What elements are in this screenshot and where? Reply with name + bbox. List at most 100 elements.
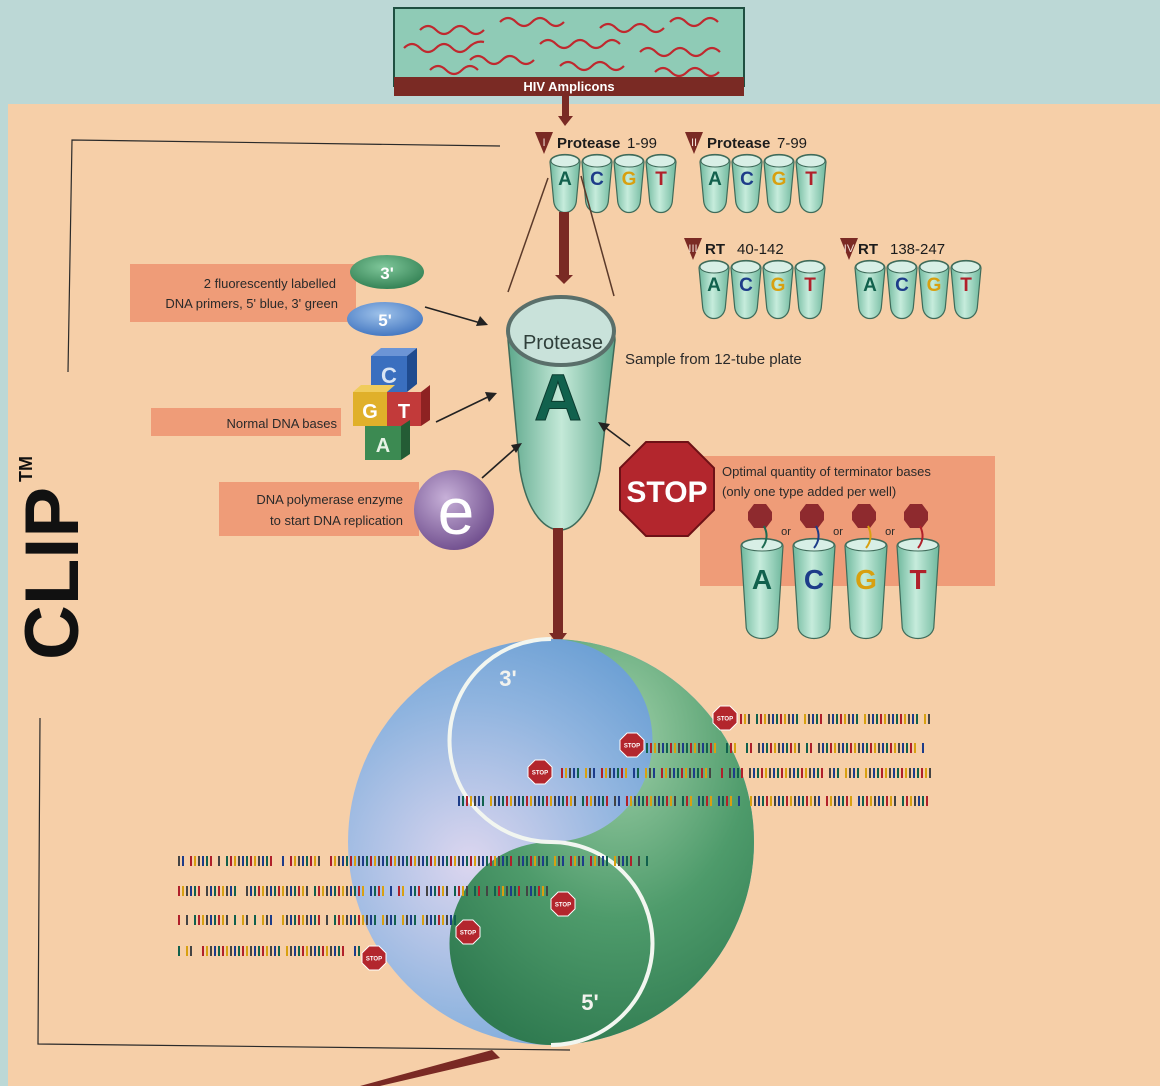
strand-bar [214, 886, 216, 896]
strand-bar [850, 743, 852, 753]
strand-bar [905, 768, 907, 778]
strand-bar [322, 946, 324, 956]
strand-bar [702, 796, 704, 806]
strand-bar [250, 946, 252, 956]
strand-bar [206, 886, 208, 896]
strand-bar [394, 856, 396, 866]
strand-bar [198, 886, 200, 896]
strand-bar [882, 743, 884, 753]
strand-bar [697, 768, 699, 778]
enzyme-line-1: DNA polymerase enzyme [256, 492, 403, 507]
strand-bar [330, 886, 332, 896]
strand-bar [806, 796, 808, 806]
strand-bar [234, 946, 236, 956]
strand-bar [817, 768, 819, 778]
strand-bar [366, 856, 368, 866]
strand-bar [782, 743, 784, 753]
strand-bar [482, 856, 484, 866]
strand-bar [626, 856, 628, 866]
strand-bar [874, 743, 876, 753]
amplicon-waves [403, 16, 721, 78]
strand-bar [466, 856, 468, 866]
strand-bar [917, 768, 919, 778]
strand-bar [754, 796, 756, 806]
strand-bar [254, 946, 256, 956]
terminator-tube-t: T [896, 537, 940, 640]
strand-bar [446, 915, 448, 925]
strand-bar [805, 768, 807, 778]
strand-bar [810, 796, 812, 806]
strand-bar [792, 714, 794, 724]
strand-bar [182, 856, 184, 866]
strand-bar [784, 714, 786, 724]
strand-bar [438, 915, 440, 925]
strand-bar [834, 796, 836, 806]
strand-bar [186, 946, 188, 956]
mini-stop-icon: STOP [455, 919, 481, 945]
strand-bar [706, 796, 708, 806]
strand-bar [574, 796, 576, 806]
strand-bar [594, 796, 596, 806]
primer-3-prime-label: 3' [380, 264, 394, 283]
strand-bar [526, 796, 528, 806]
strand-bar [382, 915, 384, 925]
strand-bar [786, 796, 788, 806]
strand-bar [914, 743, 916, 753]
strand-bar [438, 886, 440, 896]
strand-bar [698, 743, 700, 753]
mini-stop-icon: STOP [550, 891, 576, 917]
or-label: or [781, 526, 791, 538]
strand-bar [886, 743, 888, 753]
strand-bar [808, 714, 810, 724]
strand-bar [414, 856, 416, 866]
strand-bar [294, 915, 296, 925]
strand-bar [450, 856, 452, 866]
strand-bar [530, 856, 532, 866]
strand-bar [722, 796, 724, 806]
strand-bar [190, 886, 192, 896]
strand-bar [877, 768, 879, 778]
strand-bar [262, 946, 264, 956]
strand-bar [570, 796, 572, 806]
cube-letter-g: G [362, 401, 378, 423]
strand-bar [342, 856, 344, 866]
strand-bar [910, 743, 912, 753]
strand-bar [394, 915, 396, 925]
panel-tube-a: A [698, 259, 730, 320]
panel-tube-a-letter: A [708, 169, 722, 190]
normal-bases-group: Normal DNA bases C G T A [151, 348, 497, 460]
hiv-amplicons-label: HIV Amplicons [523, 79, 614, 94]
strand-bar [574, 856, 576, 866]
strand-bar [294, 946, 296, 956]
strand-bar [210, 946, 212, 956]
strand-bar [530, 886, 532, 896]
strand-bar [194, 915, 196, 925]
strand-bar [830, 796, 832, 806]
mini-stop-label: STOP [366, 957, 382, 963]
strand-bar [729, 768, 731, 778]
strand-bar [326, 886, 328, 896]
strand-bar [849, 768, 851, 778]
strand-bar [302, 856, 304, 866]
strand-bar [266, 886, 268, 896]
strand-bar [630, 796, 632, 806]
strand-bar [670, 743, 672, 753]
strand-bar [690, 743, 692, 753]
strand-bar [762, 796, 764, 806]
terminator-tube-c: C [792, 537, 836, 640]
cube-letter-c: C [381, 363, 397, 388]
stop-sign-label: STOP [626, 476, 707, 509]
strand-bar [246, 946, 248, 956]
strand-bar [601, 768, 603, 778]
strand-bar [904, 714, 906, 724]
mini-stop-label: STOP [624, 744, 640, 750]
strand-bar [310, 915, 312, 925]
strand-bar [506, 796, 508, 806]
strand-bar [829, 768, 831, 778]
panel-tube-a-letter: A [558, 169, 572, 190]
strand-bar [434, 856, 436, 866]
strand-bar [738, 796, 740, 806]
strand-bar [561, 768, 563, 778]
strand-bar [486, 886, 488, 896]
strand-bar [566, 796, 568, 806]
